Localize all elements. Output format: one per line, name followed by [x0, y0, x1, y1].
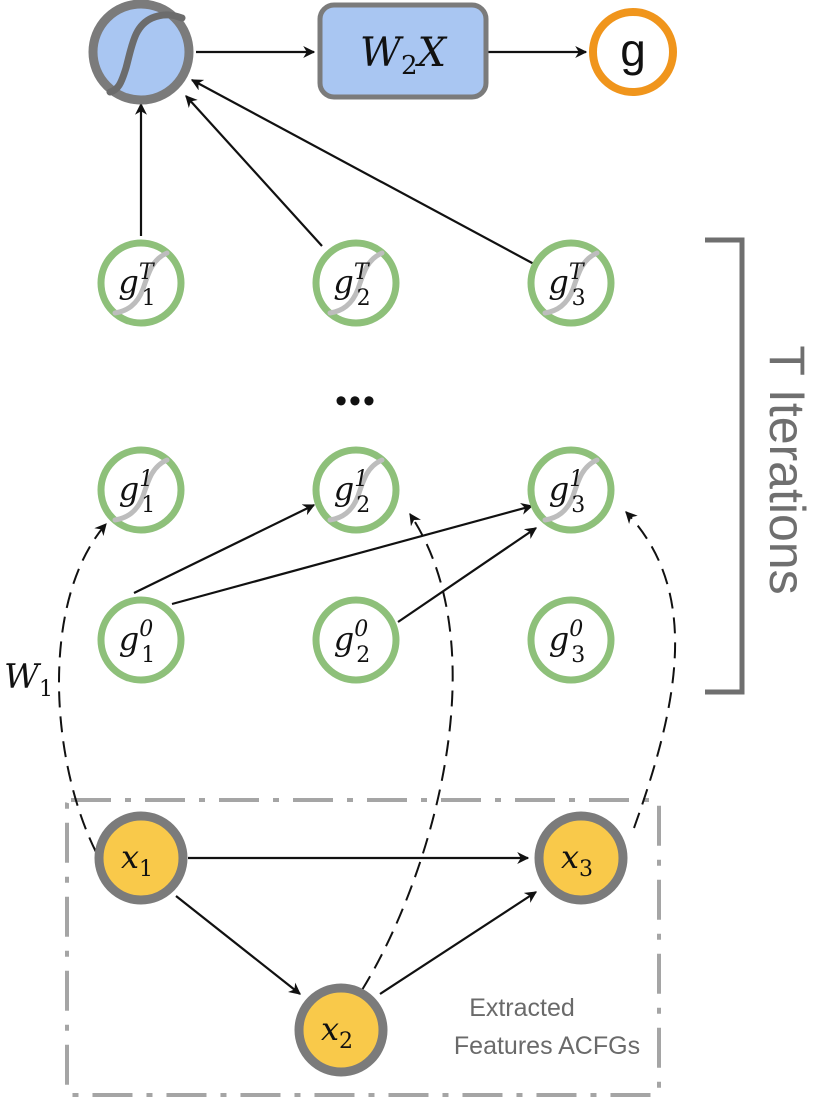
node-base: g	[549, 620, 569, 658]
svg-text:g12: g12	[334, 467, 370, 518]
node-sub: 1	[142, 286, 156, 311]
node-base: g	[119, 470, 139, 508]
edge-gT3-to-sigmoid	[190, 79, 535, 265]
iterations-bracket	[705, 237, 745, 695]
node-base: g	[119, 620, 139, 658]
node-sub: 3	[572, 286, 586, 311]
node-sup: 1	[354, 467, 368, 492]
node-base: g	[333, 263, 353, 301]
sigmoid-node	[88, 0, 194, 105]
node-sup: 0	[139, 617, 153, 642]
ellipsis: •••	[335, 382, 377, 420]
node-sup: 0	[569, 617, 583, 642]
svg-text:x2: x2	[321, 1010, 353, 1054]
dashed-x2-to-g12	[361, 512, 454, 991]
node-sup: 0	[354, 617, 368, 642]
output-node: g	[589, 8, 677, 96]
node-base: g	[549, 470, 569, 508]
svg-text:g01: g01	[119, 617, 155, 668]
svg-text:g11: g11	[119, 467, 155, 518]
node-sub: 3	[571, 643, 585, 668]
feature-base: x	[121, 838, 139, 876]
svg-text:x3: x3	[561, 838, 593, 882]
node-sub: 2	[356, 493, 370, 518]
sigmoid-watermark-icon	[327, 457, 385, 523]
node-sup: 1	[139, 467, 153, 492]
svg-text:g02: g02	[334, 617, 370, 668]
feature-node-x3: x3	[534, 811, 628, 905]
output-label: g	[620, 24, 646, 76]
feature-base: x	[561, 838, 579, 876]
sigmoid-watermark-icon	[112, 457, 170, 523]
w2x-box: W2X	[317, 2, 489, 100]
sigmoid-icon	[106, 11, 186, 96]
dashed-edges	[58, 511, 677, 991]
edge-g01-to-g13	[171, 503, 534, 606]
features-label-line2: Features ACFGs	[454, 1032, 640, 1060]
dashed-x1-to-g11	[58, 523, 107, 853]
edge-x2-to-x3	[379, 891, 538, 995]
w2x-base: W	[360, 30, 404, 76]
svg-text:g13: g13	[549, 467, 585, 518]
node-sup: T	[354, 260, 371, 285]
edge-gT2-to-sigmoid	[185, 95, 323, 247]
feature-sub: 1	[139, 857, 153, 882]
features-label-line1: Extracted	[469, 994, 575, 1022]
w2x-tail: X	[415, 30, 448, 76]
svg-text:x1: x1	[121, 838, 153, 882]
feature-sub: 2	[339, 1029, 353, 1054]
svg-text:W2X: W2X	[360, 30, 448, 81]
node-sup: 1	[569, 467, 583, 492]
solid-edges	[133, 46, 588, 995]
node-sub: 1	[141, 643, 155, 668]
svg-text:g03: g03	[549, 617, 585, 668]
node-sub: 3	[571, 493, 585, 518]
svg-text:gT1: gT1	[118, 260, 155, 311]
feature-node-x2: x2	[294, 983, 388, 1077]
feature-node-x1: x1	[94, 811, 188, 905]
node-base: g	[118, 263, 138, 301]
sigmoid-watermark-icon	[112, 250, 170, 316]
edge-x1-to-x2	[175, 895, 301, 995]
node-sub: 1	[141, 493, 155, 518]
node-sup: T	[139, 260, 156, 285]
edge-g02-to-g13	[397, 527, 537, 623]
feature-sub: 3	[579, 857, 593, 882]
w2x-sub: 2	[401, 51, 418, 81]
node-base: g	[334, 470, 354, 508]
node-sub: 2	[357, 286, 371, 311]
sigmoid-watermark-icon	[327, 250, 385, 316]
svg-text:gT3: gT3	[548, 260, 585, 311]
node-base: g	[548, 263, 568, 301]
svg-text:gT2: gT2	[333, 260, 370, 311]
edge-g01-to-g12	[133, 504, 316, 594]
node-base: g	[334, 620, 354, 658]
feature-base: x	[321, 1010, 339, 1048]
iterations-label: T Iterations	[759, 345, 815, 594]
w1-label: W1	[4, 657, 53, 702]
node-sub: 2	[356, 643, 370, 668]
sigmoid-watermark-icon	[542, 250, 600, 316]
dashed-x3-to-g13	[625, 511, 677, 829]
sigmoid-watermark-icon	[542, 457, 600, 523]
node-sup: T	[569, 260, 586, 285]
